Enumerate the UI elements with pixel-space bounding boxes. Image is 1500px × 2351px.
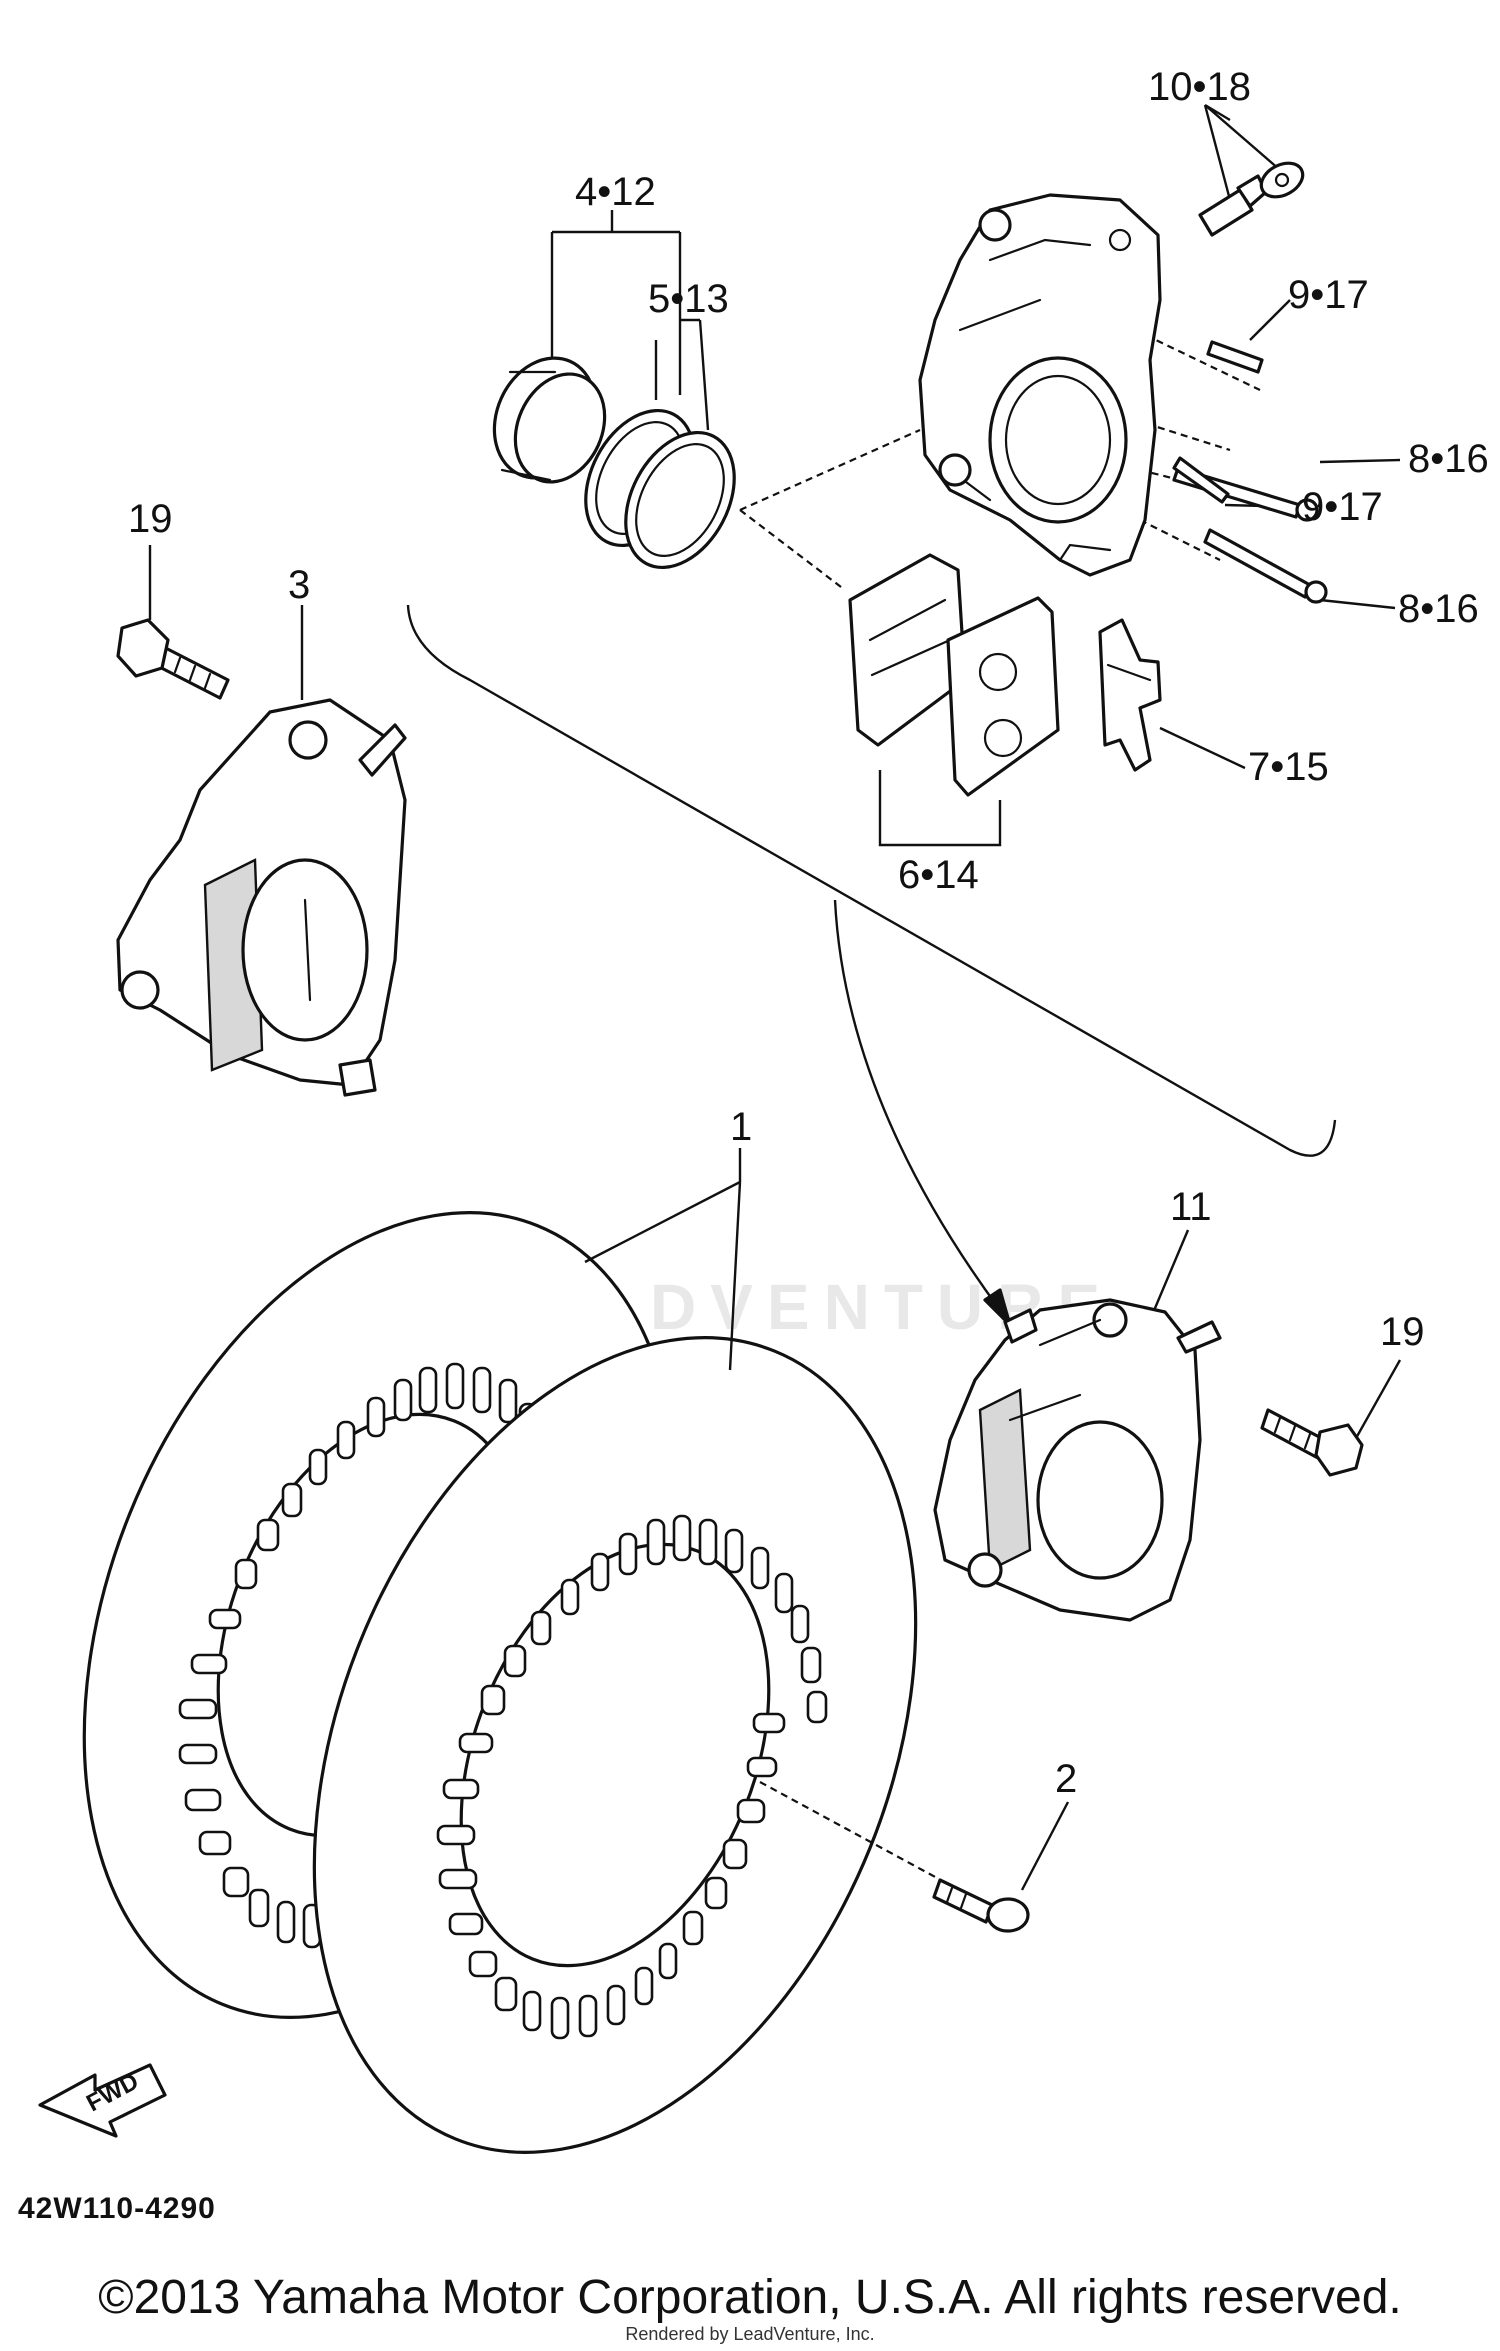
brake-pads[interactable] xyxy=(848,553,1060,797)
callout-19-left: 19 xyxy=(128,497,173,541)
caliper-assembly-right[interactable] xyxy=(933,1298,1222,1622)
dust-seal-rings[interactable] xyxy=(564,392,756,586)
callout-11: 11 xyxy=(1170,1185,1212,1229)
pad-spring[interactable] xyxy=(1098,618,1162,772)
callout-19-right: 19 xyxy=(1380,1310,1425,1354)
callout-10-18: 10•18 xyxy=(1148,65,1251,109)
callout-2: 2 xyxy=(1055,1757,1077,1801)
callout-7-15: 7•15 xyxy=(1248,745,1329,789)
callout-9-17-lower: 9•17 xyxy=(1302,485,1383,529)
callout-6-14: 6•14 xyxy=(898,853,979,897)
brake-disc-front[interactable] xyxy=(201,1248,1029,2242)
caliper-pin-clips[interactable] xyxy=(1172,340,1328,604)
callout-8-16-upper: 8•16 xyxy=(1408,437,1489,481)
callout-5-13: 5•13 xyxy=(648,277,729,321)
exploded-view-bracket xyxy=(406,604,1337,1327)
caliper-assembly-left[interactable] xyxy=(116,698,407,1097)
caliper-exploded[interactable] xyxy=(918,193,1162,577)
disc-vent-slots-front xyxy=(436,1514,828,2040)
callout-9-17-upper: 9•17 xyxy=(1288,273,1369,317)
forward-direction-arrow: FWD xyxy=(38,2063,167,2138)
caliper-bolt-left[interactable] xyxy=(116,618,230,700)
callout-4-12: 4•12 xyxy=(575,170,656,214)
callout-8-16-lower: 8•16 xyxy=(1398,587,1479,631)
bleed-screw[interactable] xyxy=(1198,156,1308,237)
diagram-code: 42W110-4290 xyxy=(18,2192,216,2225)
piston-seal[interactable] xyxy=(476,342,621,496)
callout-labels: 10•18 4•12 5•13 9•17 8•16 9•17 8•16 19 3… xyxy=(128,65,1489,1801)
callout-1: 1 xyxy=(730,1105,752,1149)
caliper-bolt-right[interactable] xyxy=(1260,1408,1364,1477)
disc-vent-slots-rear xyxy=(178,1362,538,1949)
disc-bolt[interactable] xyxy=(932,1878,1030,1933)
copyright-notice: ©2013 Yamaha Motor Corporation, U.S.A. A… xyxy=(98,2271,1402,2324)
rendered-by-note: Rendered by LeadVenture, Inc. xyxy=(625,2324,875,2344)
callout-3: 3 xyxy=(288,563,310,607)
